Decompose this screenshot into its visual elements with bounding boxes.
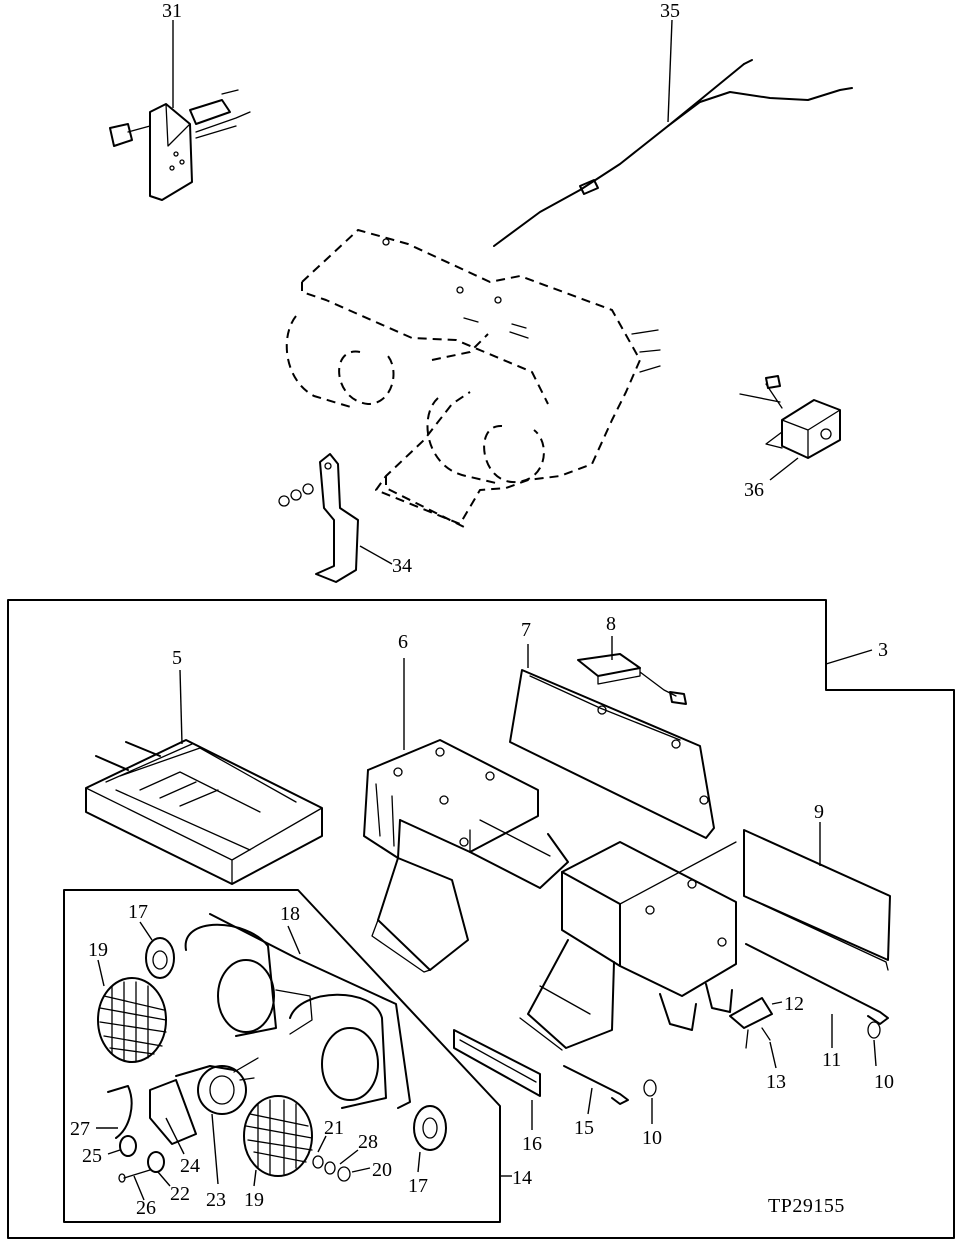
callout-12: 12 (784, 993, 804, 1015)
small-hardware-parts (453, 943, 889, 1130)
callout-35: 35 (660, 0, 680, 22)
callout-22: 22 (170, 1183, 190, 1205)
callout-8: 8 (606, 613, 616, 635)
callout-10-right: 10 (874, 1071, 894, 1093)
blower-subassembly-frame-14 (63, 889, 512, 1223)
part-31-switch-bracket (109, 20, 251, 201)
callout-3: 3 (878, 639, 888, 661)
callout-11: 11 (822, 1049, 841, 1071)
blower-wheel-lower (243, 1095, 313, 1177)
part-35-wire-harness (493, 19, 853, 247)
part-8-sensor (577, 636, 687, 705)
callout-17-lower: 17 (408, 1175, 428, 1197)
part-34-mount-bracket (278, 453, 393, 583)
callout-25: 25 (82, 1145, 102, 1167)
heater-assembly-outline (285, 229, 661, 529)
callout-26: 26 (136, 1197, 156, 1219)
callout-27: 27 (70, 1118, 90, 1140)
part-9-filter (743, 822, 891, 971)
part-6-housing-front (363, 658, 569, 973)
callout-24: 24 (180, 1155, 200, 1177)
callout-6: 6 (398, 631, 408, 653)
callout-7: 7 (521, 619, 531, 641)
callout-15: 15 (574, 1117, 594, 1139)
housing-rear (519, 841, 737, 1051)
callout-36: 36 (744, 479, 764, 501)
callout-17-upper: 17 (128, 901, 148, 923)
part-7-cover-panel (509, 644, 715, 839)
callout-19-lower: 19 (244, 1189, 264, 1211)
blower-parts (96, 913, 447, 1201)
callout-28: 28 (358, 1131, 378, 1153)
callout-16: 16 (522, 1133, 542, 1155)
callout-23: 23 (206, 1189, 226, 1211)
blower-wheel-upper (97, 977, 167, 1063)
part-36-relay (739, 375, 841, 481)
kit-frame-3 (7, 599, 955, 1239)
callout-31: 31 (162, 0, 182, 22)
callout-5: 5 (172, 647, 182, 669)
reference-code: TP29155 (768, 1195, 845, 1217)
callout-14: 14 (512, 1167, 532, 1189)
callout-21: 21 (324, 1117, 344, 1139)
callout-labels: 31 35 36 34 3 5 6 7 8 9 17 18 19 27 25 2… (70, 0, 894, 1219)
callout-34: 34 (392, 555, 412, 577)
callout-20: 20 (372, 1159, 392, 1181)
part-5-heater-core (85, 669, 323, 885)
callout-19-upper: 19 (88, 939, 108, 961)
callout-10-left: 10 (642, 1127, 662, 1149)
callout-9: 9 (814, 801, 824, 823)
callout-18: 18 (280, 903, 300, 925)
callout-13: 13 (766, 1071, 786, 1093)
